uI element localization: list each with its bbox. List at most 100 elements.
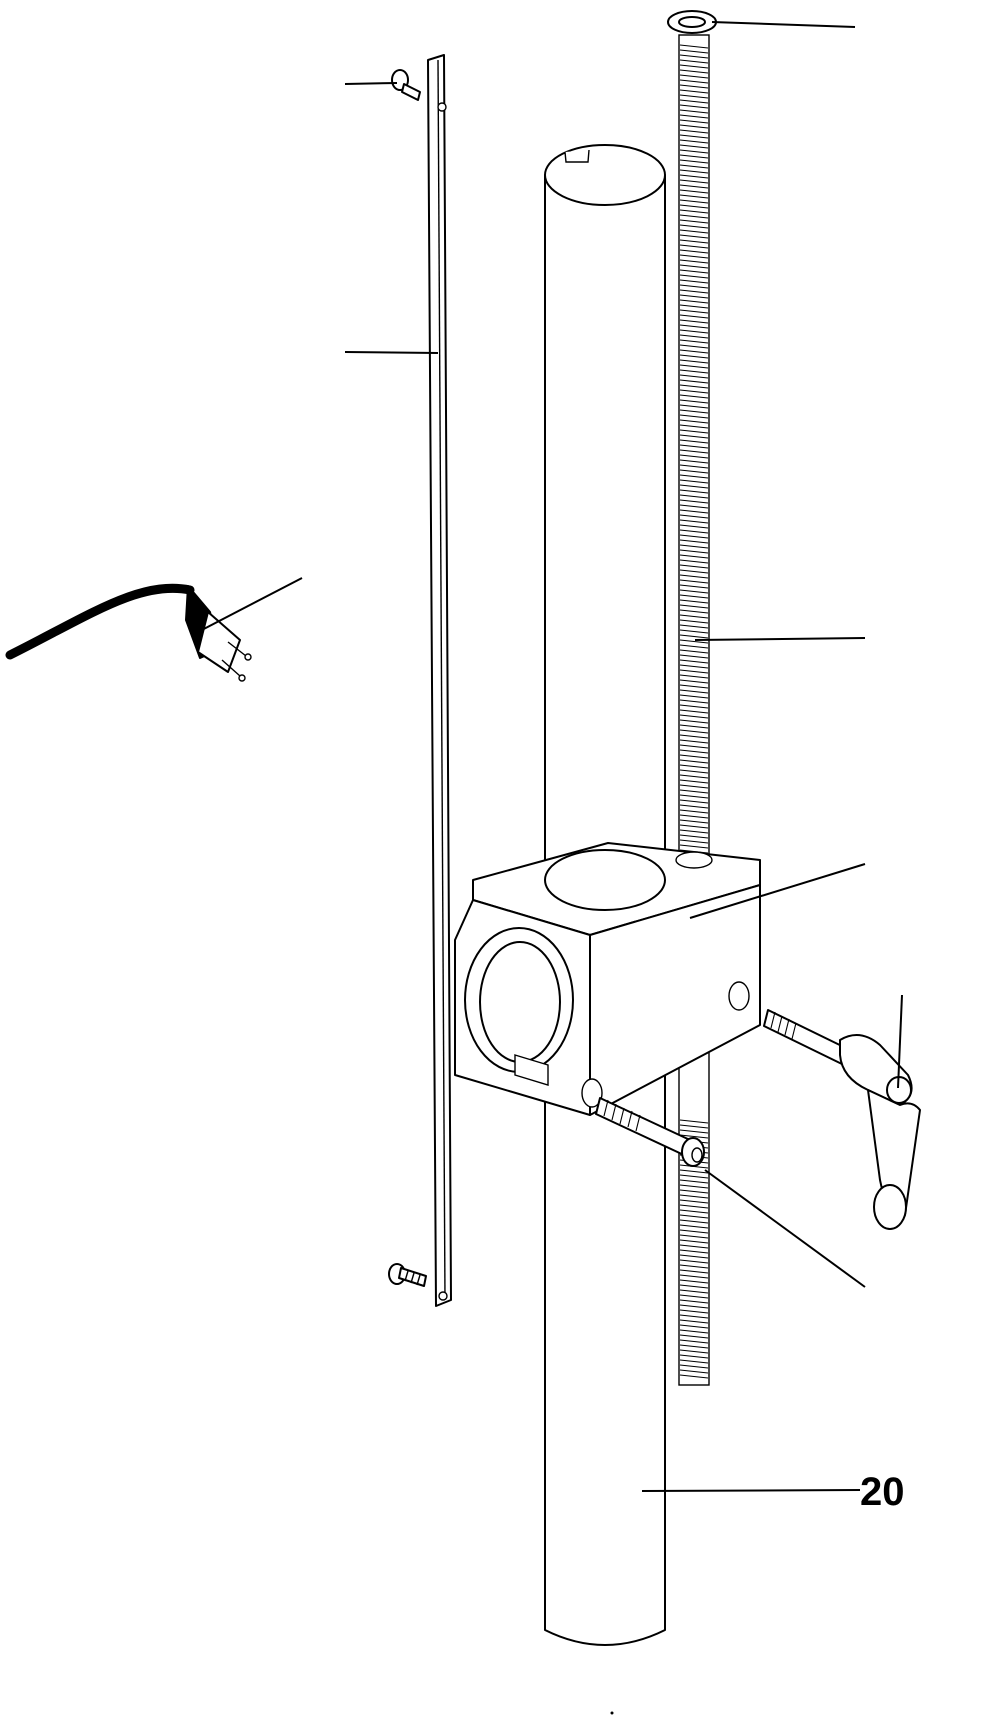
rod-thread-line <box>679 44 709 49</box>
rod-thread-line <box>679 644 709 649</box>
rod-thread-line <box>679 839 709 844</box>
rod-thread-line <box>679 1349 709 1354</box>
rod-thread-line <box>679 389 709 394</box>
rod-thread-line <box>679 1279 709 1284</box>
rod-thread-line <box>679 504 709 509</box>
rod-thread-line <box>679 814 709 819</box>
rod-thread-line <box>679 534 709 539</box>
rod-thread-line <box>679 1194 709 1199</box>
rod-thread-line <box>679 1369 709 1374</box>
rod-thread-line <box>679 304 709 309</box>
rod-thread-line <box>679 349 709 354</box>
rod-thread-line <box>679 134 709 139</box>
rod-thread-line <box>679 684 709 689</box>
leader-scale-bar <box>344 351 439 354</box>
rod-thread-line <box>679 749 709 754</box>
rod-thread-line <box>679 1179 709 1184</box>
rod-thread-line <box>679 1119 709 1124</box>
rod-thread-line <box>679 649 709 654</box>
rod-thread-line <box>679 314 709 319</box>
rod-thread-line <box>679 559 709 564</box>
rod-thread-line <box>679 444 709 449</box>
rod-thread-line <box>679 289 709 294</box>
rod-thread-line <box>679 184 709 189</box>
rod-thread-line <box>679 699 709 704</box>
rod-thread-line <box>679 574 709 579</box>
rod-thread-line <box>679 419 709 424</box>
rod-thread-line <box>679 334 709 339</box>
rod-thread-line <box>679 224 709 229</box>
rod-thread-line <box>679 114 709 119</box>
rod-thread-line <box>679 1234 709 1239</box>
rod-thread-line <box>679 1339 709 1344</box>
rod-thread-line <box>679 409 709 414</box>
rod-thread-line <box>679 1224 709 1229</box>
rod-thread-line <box>679 89 709 94</box>
rod-thread-line <box>679 799 709 804</box>
clamp-block <box>454 842 761 1116</box>
rod-thread-line <box>679 209 709 214</box>
rod-thread-line <box>679 284 709 289</box>
rod-thread-line <box>679 309 709 314</box>
rod-thread-line <box>679 544 709 549</box>
rod-thread-line <box>679 769 709 774</box>
rod-thread-line <box>679 1219 709 1224</box>
leader-lever <box>897 994 903 1089</box>
leader-column <box>641 1489 861 1492</box>
rod-thread-line <box>679 379 709 384</box>
rod-thread-line <box>679 1284 709 1289</box>
rod-thread-line <box>679 214 709 219</box>
rod-thread-line <box>679 614 709 619</box>
rod-thread-line <box>679 1209 709 1214</box>
rod-thread-line <box>679 779 709 784</box>
rod-thread-line <box>679 269 709 274</box>
leader-clamp-block <box>689 863 866 919</box>
rod-thread-line <box>679 119 709 124</box>
rod-thread-line <box>679 59 709 64</box>
rod-thread-line <box>679 1204 709 1209</box>
rod-thread-line <box>679 129 709 134</box>
rod-thread-line <box>679 1314 709 1319</box>
rod-thread-line <box>679 659 709 664</box>
rod-thread-line <box>679 689 709 694</box>
rod-thread-line <box>679 414 709 419</box>
rod-thread-line <box>679 569 709 574</box>
rod-thread-line <box>679 1354 709 1359</box>
rod-thread-line <box>679 1264 709 1269</box>
scale-screw-top <box>391 69 421 101</box>
rod-thread-line <box>679 829 709 834</box>
rod-thread-line <box>679 754 709 759</box>
rod-thread-line <box>679 189 709 194</box>
rod-thread-line <box>679 524 709 529</box>
rod-thread-line <box>679 489 709 494</box>
rod-thread-line <box>679 84 709 89</box>
rod-thread-line <box>679 1329 709 1334</box>
rod-thread-line <box>679 1184 709 1189</box>
rod-thread-line <box>679 809 709 814</box>
rod-thread-line <box>679 549 709 554</box>
rod-thread-line <box>679 219 709 224</box>
rod-thread-line <box>679 454 709 459</box>
rod-thread-line <box>679 724 709 729</box>
rod-thread-line <box>679 529 709 534</box>
rod-thread-line <box>679 669 709 674</box>
rod-thread-line <box>679 204 709 209</box>
clamping-lever <box>763 1009 921 1230</box>
rod-thread-line <box>679 474 709 479</box>
rod-thread-line <box>679 594 709 599</box>
rod-thread-line <box>679 784 709 789</box>
leader-circlip <box>711 21 856 28</box>
rod-thread-line <box>679 359 709 364</box>
rod-thread-line <box>679 169 709 174</box>
rod-thread-line <box>679 299 709 304</box>
rod-thread-line <box>679 494 709 499</box>
rod-thread-line <box>679 1289 709 1294</box>
clamp-screw-lower <box>595 1097 705 1167</box>
rod-thread-line <box>679 274 709 279</box>
rod-thread-line <box>679 1294 709 1299</box>
rod-thread-line <box>679 174 709 179</box>
rod-thread-line <box>679 484 709 489</box>
callout-label-column: 20 <box>860 1470 905 1514</box>
rod-thread-line <box>679 124 709 129</box>
rod-thread-line <box>679 194 709 199</box>
